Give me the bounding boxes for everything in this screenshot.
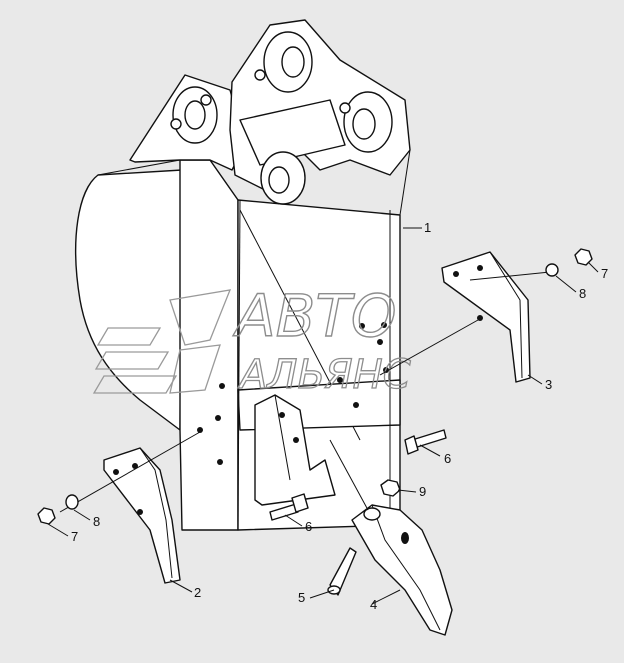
callout-8-left: 8 [93, 514, 100, 529]
side-cutter-left [59, 431, 201, 584]
callout-6-upper: 6 [444, 451, 451, 466]
callout-6-lower: 6 [305, 519, 312, 534]
watermark-line2: АЛЬЯНС [237, 352, 411, 398]
watermark-line1: АВТО [232, 282, 397, 350]
callout-2: 2 [194, 585, 201, 600]
watermark: АВТО АЛЬЯНС [92, 281, 411, 399]
callout-7-right: 7 [601, 266, 608, 281]
side-cutter-right [379, 251, 551, 383]
callout-numbers: 1 2 3 4 5 6 6 7 7 8 8 9 [71, 220, 608, 612]
callout-1: 1 [424, 220, 431, 235]
mounting-brackets [129, 19, 411, 205]
callout-3: 3 [545, 377, 552, 392]
tooth [329, 439, 453, 636]
callout-5: 5 [298, 590, 305, 605]
callout-9: 9 [419, 484, 426, 499]
callout-4: 4 [370, 597, 377, 612]
callout-leaders [47, 227, 599, 605]
fasteners [37, 248, 593, 596]
callout-7-left: 7 [71, 529, 78, 544]
callout-8-right: 8 [579, 286, 586, 301]
